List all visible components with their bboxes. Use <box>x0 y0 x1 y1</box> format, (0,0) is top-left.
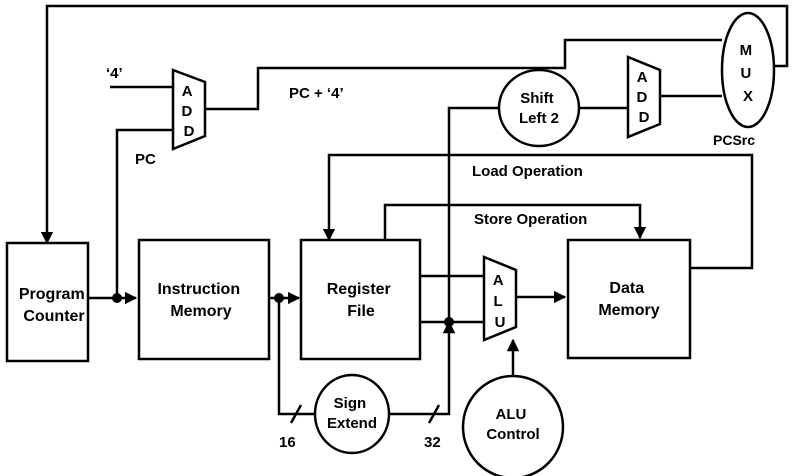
pc-adder-label: A D D <box>181 83 196 140</box>
alu-label: A L U <box>493 272 507 331</box>
program-counter-block <box>5 241 90 363</box>
sign-extend-label: Sign Extend <box>327 395 377 432</box>
wire-sign-extend-out <box>389 320 456 416</box>
junction-instruction <box>274 293 284 303</box>
wire-load-operation <box>322 153 754 270</box>
store-operation-label: Store Operation <box>474 211 587 228</box>
wire-mux-to-pc <box>40 4 789 245</box>
wires <box>40 4 789 424</box>
width-32-label: 32 <box>424 434 441 451</box>
pc-plus-four-label: PC + ‘4’ <box>289 85 344 102</box>
data-memory-block <box>566 238 692 360</box>
wire-extend-to-shift <box>447 106 499 322</box>
shift-left-2-block <box>497 68 581 148</box>
wire-pc-to-add <box>115 128 173 298</box>
wire-pc-plus-four <box>205 38 722 111</box>
program-counter-label: Program Counter <box>19 286 89 325</box>
register-file-block <box>299 238 422 361</box>
instruction-memory-block <box>137 238 271 361</box>
alu-block <box>482 255 518 342</box>
branch-adder-label: A D D <box>636 69 651 126</box>
register-file-label: Register File <box>327 281 395 320</box>
mux-block <box>720 11 776 129</box>
junction-immediate <box>444 317 454 327</box>
sign-extend-block <box>313 373 391 455</box>
wire-imem-to-sign-extend <box>277 298 315 416</box>
alu-control-label: ALU Control <box>486 406 539 443</box>
data-memory-label: Data Memory <box>598 280 659 319</box>
width-slash-32 <box>427 404 441 424</box>
shift-left-2-label: Shift Left 2 <box>519 90 559 127</box>
pc-adder-block <box>171 68 207 151</box>
width-16-label: 16 <box>279 434 296 451</box>
mux-label: M U X <box>740 42 757 105</box>
branch-adder-block <box>626 55 662 139</box>
four-constant-label: ‘4’ <box>106 65 123 82</box>
junctions <box>112 293 454 327</box>
alu-control-block <box>461 374 565 476</box>
instruction-memory-label: Instruction Memory <box>157 281 244 320</box>
width-slash-16 <box>289 404 303 424</box>
pcsrc-label: PCSrc <box>713 132 755 148</box>
pc-label: PC <box>135 151 156 168</box>
load-operation-label: Load Operation <box>472 163 583 180</box>
wire-store-operation <box>383 203 647 240</box>
junction-pc <box>112 293 122 303</box>
